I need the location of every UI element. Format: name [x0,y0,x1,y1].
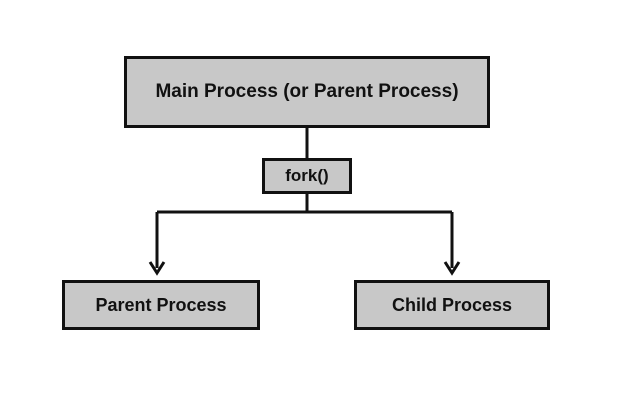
main-process-label: Main Process (or Parent Process) [155,81,459,102]
fork-box: fork() [262,158,352,194]
parent-process-box: Parent Process [62,280,260,330]
main-process-box: Main Process (or Parent Process) [124,56,490,128]
arrowhead-right-icon [443,261,461,276]
child-process-label: Child Process [391,294,513,315]
fork-label: fork() [285,166,329,185]
child-process-box: Child Process [354,280,550,330]
arrowhead-left-icon [148,261,166,276]
parent-process-label: Parent Process [95,294,227,315]
